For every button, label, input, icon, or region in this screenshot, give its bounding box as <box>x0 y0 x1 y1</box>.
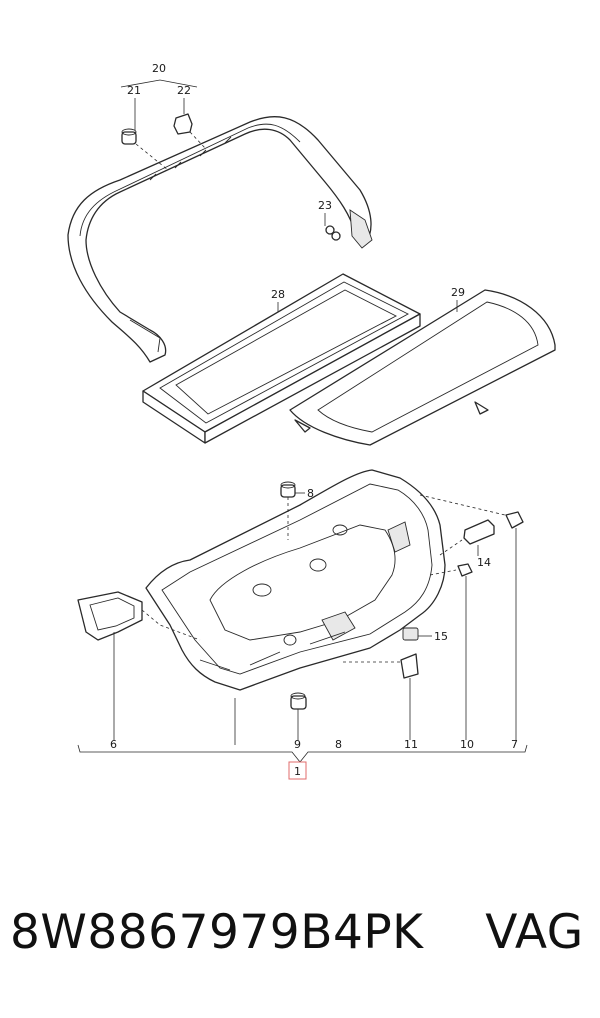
part-number: 8W8867979B4PK <box>10 905 424 960</box>
clip-8 <box>280 481 296 498</box>
callout-9: 9 <box>294 738 301 751</box>
trim-panel-28 <box>142 273 421 444</box>
clip-10 <box>457 563 473 577</box>
callout-20: 20 <box>152 62 166 75</box>
callout-8-lower: 8 <box>335 738 342 751</box>
callout-15: 15 <box>434 630 448 643</box>
callout-6: 6 <box>110 738 117 751</box>
parts-exploded-diagram: 20 21 22 23 28 29 8 14 15 6 9 8 11 10 7 … <box>67 62 556 780</box>
clip-22 <box>173 113 193 135</box>
clip-23 <box>325 225 341 241</box>
callout-21: 21 <box>127 84 141 97</box>
callout-29: 29 <box>451 286 465 299</box>
part-number-caption: 8W8867979B4PK VAG <box>10 905 584 960</box>
callout-14: 14 <box>477 556 491 569</box>
clip-7 <box>505 511 524 529</box>
trim-panel-29 <box>289 289 556 446</box>
callout-10: 10 <box>460 738 474 751</box>
callout-22: 22 <box>177 84 191 97</box>
clip-21 <box>121 128 137 145</box>
brand-name: VAG <box>485 905 584 960</box>
clip-15 <box>402 627 419 641</box>
window-frame-trim <box>67 116 373 363</box>
cover-11 <box>400 653 419 679</box>
callout-8-upper: 8 <box>307 487 314 500</box>
callout-11: 11 <box>404 738 418 751</box>
handle-cover-6 <box>77 591 143 641</box>
highlight-box-1 <box>288 761 307 780</box>
callout-28: 28 <box>271 288 285 301</box>
lid-trim-panel <box>145 469 446 691</box>
callout-1: 1 <box>294 765 301 778</box>
clip-9 <box>290 692 307 710</box>
light-14 <box>463 519 495 545</box>
callout-7: 7 <box>511 738 518 751</box>
callout-23: 23 <box>318 199 332 212</box>
